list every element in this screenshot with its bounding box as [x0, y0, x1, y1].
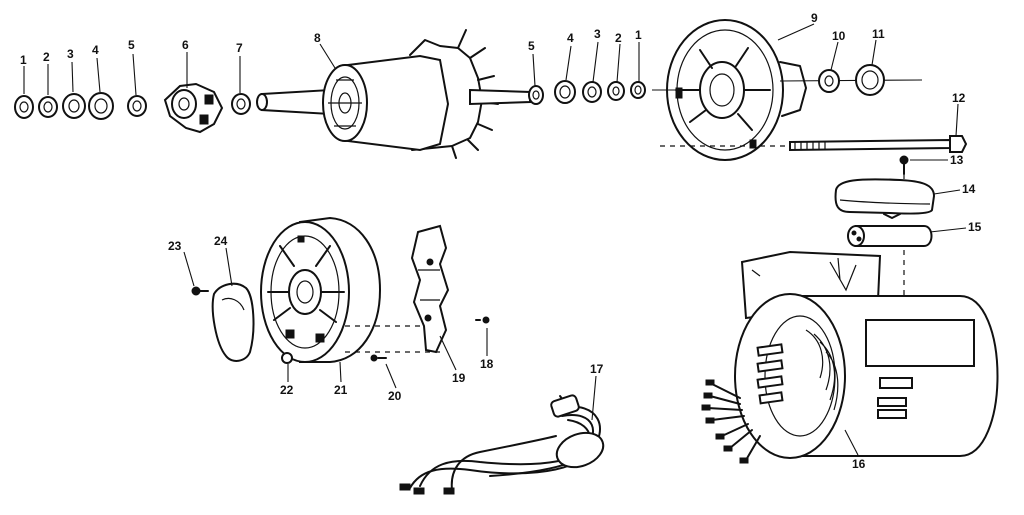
callout-18: 18 [480, 357, 494, 371]
part-4-bearing-left [88, 92, 114, 120]
callout-1b: 1 [635, 28, 642, 42]
part-16-stator-housing [701, 250, 999, 464]
callout-7: 7 [236, 41, 243, 55]
callout-20: 20 [388, 389, 402, 403]
callout-15: 15 [968, 220, 982, 234]
part-7-ring [231, 93, 251, 115]
callout-2: 2 [43, 50, 50, 64]
part-23-screw [191, 286, 209, 296]
part-14-capacitor-cover [834, 178, 936, 219]
callout-2b: 2 [615, 31, 622, 45]
callout-8: 8 [314, 31, 321, 45]
callout-13: 13 [950, 153, 964, 167]
part-6-governor [163, 82, 224, 134]
part-8-rotor [256, 29, 531, 159]
part-5-ring-right [528, 85, 544, 105]
part-15-capacitor [847, 225, 933, 247]
callout-10: 10 [832, 29, 846, 43]
callout-17: 17 [590, 362, 604, 376]
callout-5b: 5 [528, 39, 535, 53]
callout-3: 3 [67, 47, 74, 61]
part-5-ring-left [127, 95, 147, 117]
part-1-washer-left [14, 95, 34, 119]
part-12-through-bolt [660, 135, 968, 153]
part-11-bearing-cap [855, 64, 885, 96]
callout-21: 21 [334, 383, 348, 397]
part-22-nut [281, 352, 293, 364]
callout-12: 12 [952, 91, 966, 105]
callout-4b: 4 [567, 31, 574, 45]
part-13-screw [899, 155, 909, 184]
part-4-bearing-right [554, 80, 576, 104]
part-18-screw [475, 316, 490, 324]
leader-lines [23, 23, 967, 456]
callout-19: 19 [452, 371, 466, 385]
part-17-power-cord [399, 394, 605, 495]
part-20-screw [370, 354, 387, 362]
part-19-switch [410, 224, 450, 354]
callout-5: 5 [128, 38, 135, 52]
callout-4: 4 [92, 43, 99, 57]
part-21-end-bell [260, 216, 382, 363]
callout-24: 24 [214, 234, 228, 248]
part-10-bearing [818, 69, 840, 93]
part-24-cover-plate [211, 282, 255, 362]
part-2-washer-right [607, 81, 625, 101]
callout-16: 16 [852, 457, 866, 471]
part-2-washer-left [38, 96, 58, 118]
callout-9: 9 [811, 11, 818, 25]
part-3-bearing-left [62, 93, 86, 119]
callout-1: 1 [20, 53, 27, 67]
callout-14: 14 [962, 182, 976, 196]
part-3-bearing-right [582, 81, 602, 103]
callout-6: 6 [182, 38, 189, 52]
part-9-end-bell [666, 19, 807, 161]
callout-labels: 1 2 3 4 5 6 7 8 5 4 3 2 1 9 10 11 12 13 … [20, 11, 982, 471]
part-1-washer-right [630, 81, 646, 99]
callout-3b: 3 [594, 27, 601, 41]
callout-22: 22 [280, 383, 294, 397]
callout-11: 11 [872, 27, 885, 41]
callout-23: 23 [168, 239, 182, 253]
